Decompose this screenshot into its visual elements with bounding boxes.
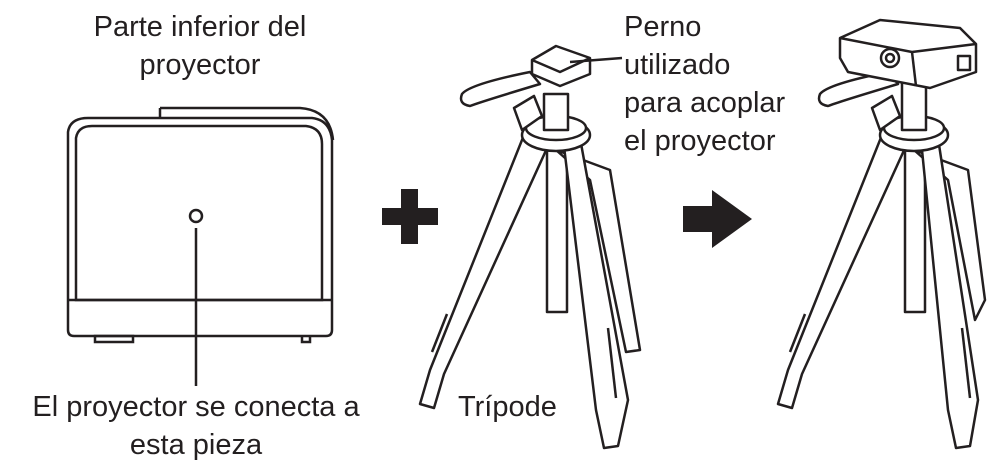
bolt-caption-line2: utilizado bbox=[624, 49, 731, 81]
bolt-caption-line3: para acoplar bbox=[624, 87, 786, 119]
bolt-caption: Perno utilizado para acoplar el proyecto… bbox=[624, 8, 785, 160]
projector-bottom-title: Parte inferior del proyector bbox=[55, 8, 345, 84]
mount-hole-caption-line1: El proyector se conecta a bbox=[32, 391, 360, 423]
bolt-caption-line4: el proyector bbox=[624, 125, 776, 157]
tripod-with-projector bbox=[776, 18, 987, 450]
mount-hole-caption: El proyector se conecta a esta pieza bbox=[0, 388, 392, 464]
projector-bottom-view bbox=[66, 106, 335, 344]
plus-icon bbox=[382, 189, 438, 244]
mount-hole-caption-line2: esta pieza bbox=[129, 429, 263, 461]
arrow-right-icon bbox=[683, 190, 752, 248]
tripod-illustration bbox=[418, 44, 642, 450]
bolt-caption-line1: Perno bbox=[624, 11, 702, 43]
projector-bottom-title-line2: proyector bbox=[139, 49, 261, 81]
tripod-label: Trípode bbox=[458, 391, 557, 423]
bolt-leader bbox=[569, 56, 623, 64]
projector-bottom-title-line1: Parte inferior del bbox=[93, 11, 307, 43]
